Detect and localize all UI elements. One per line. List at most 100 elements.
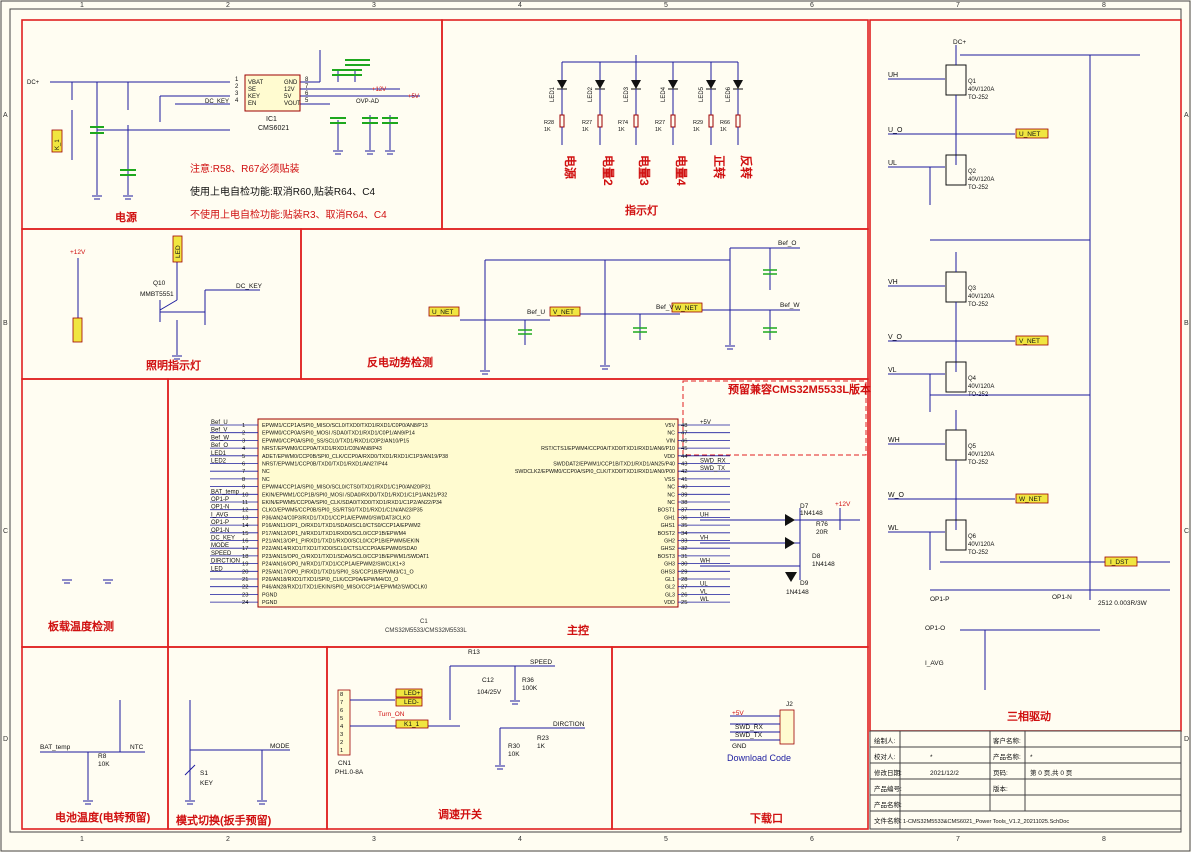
mode-net: MODE xyxy=(270,743,290,750)
mcu-right-pin-func: GL1 xyxy=(665,577,675,583)
mcu-left-pin-func: PGND xyxy=(262,600,277,606)
mcu-right-net: WL xyxy=(700,597,710,603)
led-res: R29 xyxy=(693,120,703,126)
phase-q-hi: Q1 xyxy=(968,79,977,85)
section-titles: 电源 指示灯 照明指示灯 反电动势检测 板载温度检测 主控 三相驱动 电池温度(… xyxy=(48,203,1051,827)
title-download: 下载口 xyxy=(750,811,783,825)
title-mode: 模式切换(扳手预留) xyxy=(176,813,272,827)
phase-q-lo-spec: 40V/120A xyxy=(968,384,994,390)
mcu-left-pin-num: 19 xyxy=(242,562,248,568)
mcu-left-pin-num: 1 xyxy=(242,423,245,429)
mcu-right-pin-func: V5V xyxy=(665,423,675,429)
col-3b: 3 xyxy=(372,836,376,843)
mcu-left-net: OP1-P xyxy=(211,497,229,503)
cn1-pin-num: 4 xyxy=(340,724,344,730)
bemf-v-tag xyxy=(549,306,581,317)
mcu-left-pin-func: P36/AN24/C0P3/RXD1/TXD1/CCP1A/EPWM0/SWDA… xyxy=(262,515,411,521)
cn1-turn-on: Turn_ON xyxy=(378,711,405,718)
phase-q-hi-pkg: TO-252 xyxy=(968,95,989,101)
lighting-led-tag xyxy=(172,235,183,263)
mcu-right-pin-num: 29 xyxy=(681,569,687,575)
c12-ref: C12 xyxy=(482,677,494,684)
r23-val: 1K xyxy=(537,743,546,750)
mcu-right-pin-func: RST/CTS1/EPWM4/CCP0A/TXD0/TXD1/RXD1/AN6/… xyxy=(541,446,675,452)
d9-label: D9 xyxy=(800,580,809,587)
mode-sw-key: KEY xyxy=(200,780,214,787)
mcu-right-net: VL xyxy=(700,589,708,595)
mcu-left-pin-func: PGND xyxy=(262,592,277,598)
mcu-right-pin-num: 39 xyxy=(681,492,687,498)
led-res-val: 1K xyxy=(582,127,589,133)
mcu-ref: C1 xyxy=(420,619,428,625)
mcu-left-pin-func: P25/AN17/OP0_P/RXD1/TXD1/SPI0_SS/CCP1B/E… xyxy=(262,569,414,575)
mode-switch xyxy=(184,700,290,800)
power-ic: VBAT SE KEY EN GND 12V 5V VOUT 1 2 3 4 8… xyxy=(27,77,419,132)
mcu-left-net: Bef_W xyxy=(211,435,229,441)
title-value: 2021/12/2 xyxy=(930,770,959,777)
j2-ref: J2 xyxy=(786,701,793,708)
phase-q-lo: Q2 xyxy=(968,169,977,175)
mcu-right-pin-func: NC xyxy=(667,431,675,437)
mcu-right-net: SWD_TX xyxy=(700,466,725,472)
cn1-body xyxy=(337,689,351,756)
j2-body xyxy=(779,709,795,745)
title-value-2: 第 0 页,共 0 页 xyxy=(1030,768,1073,777)
title-key-2: 产品名称: xyxy=(993,752,1021,761)
phase-q-hi: Q3 xyxy=(968,286,977,292)
mcu-left-net: BAT_temp xyxy=(211,489,240,495)
mcu-right-net: WH xyxy=(700,559,710,565)
mcu-left-pin-num: 5 xyxy=(242,454,245,460)
title-mcu: 主控 xyxy=(567,623,589,637)
mode-sw: S1 xyxy=(200,770,208,777)
phase-q-hi-spec: 40V/120A xyxy=(968,452,994,458)
mcu-right-pin-func: BOST1 xyxy=(658,508,675,514)
row-c: C xyxy=(3,528,8,535)
ic-pin-right-3: 5V xyxy=(284,94,291,100)
mcu-left-pin-num: 15 xyxy=(242,531,248,537)
bemf-tags xyxy=(428,302,703,317)
mcu-left-pin-func: P23/AN15/OP0_O/RXD1/TXD1/SDA0/SCL0/CCP1B… xyxy=(262,554,429,560)
mcu-left-pin-func: EPWM0/CCP0A/SPI0_MOSI /SDA0/TXD1/RXD1/C0… xyxy=(262,431,415,437)
led-res: R27 xyxy=(582,120,592,126)
mcu-right-net: VH xyxy=(700,536,708,542)
mcu-right-pin-func: BOST2 xyxy=(658,531,675,537)
mcu-right-pin-num: 38 xyxy=(681,500,687,506)
bemf-u-in: U_NET xyxy=(432,309,453,316)
phase-lo-label: UL xyxy=(888,160,897,167)
power-notes: 注意:R58、R67必须贴装 使用上电自检功能:取消R60,贴装R64、C4 不… xyxy=(190,162,387,221)
title-value: * xyxy=(930,754,933,761)
title-indicator: 指示灯 xyxy=(625,203,658,217)
mcu-right-pin-num: 33 xyxy=(681,539,687,545)
title-speed: 调速开关 xyxy=(438,807,482,821)
mcu-left-net: DC_KEY xyxy=(211,536,235,542)
phase-q-hi-spec: 40V/120A xyxy=(968,87,994,93)
col-5: 5 xyxy=(664,2,668,9)
ic-pin-left-2: SE xyxy=(248,87,256,93)
mcu-right-pin-func: GHS1 xyxy=(661,523,675,529)
mcu-right-pin-func: SWDCLK2/EPWM0/CCP0A/SPI0_CLK/TXD0/TXD1/R… xyxy=(515,469,675,475)
mcu-left-pin-num: 23 xyxy=(242,592,248,598)
bat-ntc: NTC xyxy=(130,744,144,751)
col-8: 8 xyxy=(1102,2,1106,9)
led-res: R27 xyxy=(655,120,665,126)
j2-net-2: SWD_RX xyxy=(735,724,763,731)
mcu-left-pin-num: 10 xyxy=(242,492,248,498)
mcu-body xyxy=(257,418,679,608)
net-12v: +12V xyxy=(372,87,386,93)
phase-hi-label: WH xyxy=(888,437,900,444)
mcu-right-net: +5V xyxy=(700,420,711,426)
mcu-left-pin-num: 3 xyxy=(242,438,245,444)
mcu-right-pin-num: 41 xyxy=(681,477,687,483)
phase-3-lo-mosfet-icon xyxy=(945,519,967,551)
col-8b: 8 xyxy=(1102,836,1106,843)
led-res-val: 1K xyxy=(618,127,625,133)
title-three-phase: 三相驱动 xyxy=(1007,709,1051,723)
bat-val: 10K xyxy=(98,761,110,768)
mcu-right-pin-func: SWDDAT2/EPWM1/CCP1B/TXD1/RXD1/AN25/P40 xyxy=(553,462,675,468)
mcu-left-pin-func: NRST/EPWM1/CCP0B/TXD0/TXD1/RXD1/AN27/P44 xyxy=(262,462,388,468)
mcu-left-pin-func: EPWM4/CCP1A/SPI0_MISO/SCL0/CTS0/TXD1/RXD… xyxy=(262,485,431,491)
title-board-temp: 板载温度检测 xyxy=(48,619,114,633)
phase-mid-label: U_O xyxy=(888,127,903,134)
title-bemf: 反电动势检测 xyxy=(367,355,433,369)
title-value-2: * xyxy=(1030,754,1033,761)
